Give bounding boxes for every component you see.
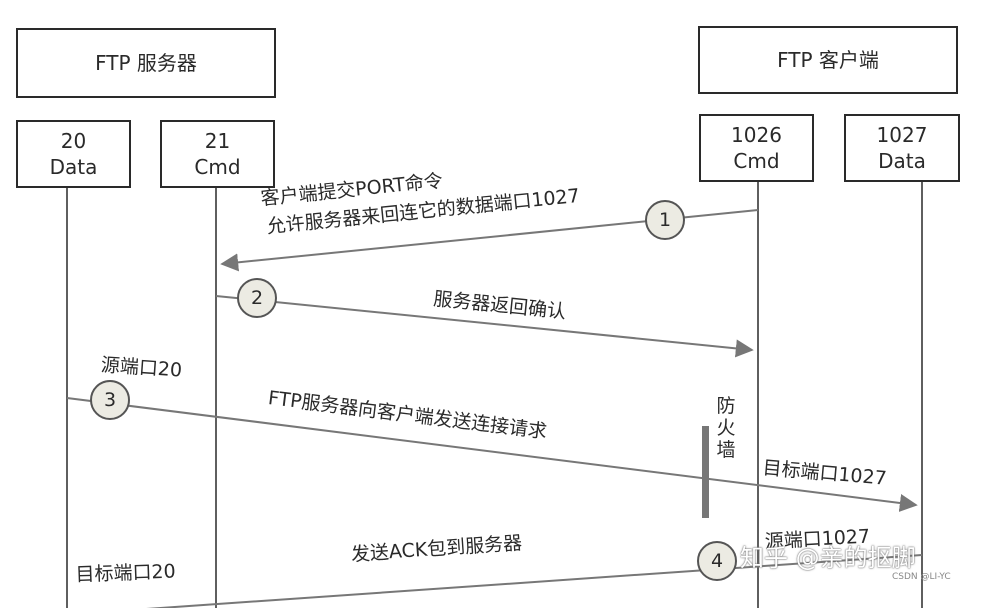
server-group-box: FTP 服务器 (16, 28, 276, 98)
client-group-box: FTP 客户端 (698, 26, 958, 94)
client-cmd-port-box: 1026 Cmd (699, 114, 814, 182)
arrow-step-4 (146, 554, 923, 608)
watermark-text: 知乎 @亲的抠脚 (740, 544, 916, 572)
step-3-badge: 3 (90, 380, 130, 420)
port-number: 1027 (876, 123, 928, 147)
server-cmd-port-box: 21 Cmd (160, 120, 275, 188)
client-data-port-box: 1027 Data (844, 114, 960, 182)
arrow-step-2 (215, 295, 754, 358)
firewall-char: 墙 (716, 438, 736, 461)
firewall-bar (702, 426, 709, 518)
step-1-badge: 1 (645, 200, 685, 240)
port-role: Cmd (194, 155, 241, 179)
destination-port-20-label: 目标端口20 (75, 560, 177, 586)
port-number: 20 (60, 129, 87, 153)
source-port-20-label: 源端口20 (100, 353, 183, 382)
port-number: 21 (204, 129, 231, 153)
firewall-char: 火 (716, 416, 736, 439)
firewall-char: 防 (716, 395, 736, 417)
step-4-badge: 4 (697, 541, 737, 581)
port-role: Data (49, 155, 98, 179)
step-2-badge: 2 (237, 278, 277, 318)
arrow-step-3 (66, 397, 918, 512)
port-role: Cmd (733, 149, 780, 173)
firewall-label: 防 火 墙 (714, 395, 738, 462)
port-role: Data (878, 149, 926, 173)
watermark-subtext: CSDN @LI-YC (892, 572, 951, 582)
client-group-title: FTP 客户端 (777, 48, 879, 72)
port-number: 1026 (731, 123, 782, 147)
server-group-title: FTP 服务器 (95, 51, 197, 75)
server-data-port-box: 20 Data (16, 120, 131, 188)
